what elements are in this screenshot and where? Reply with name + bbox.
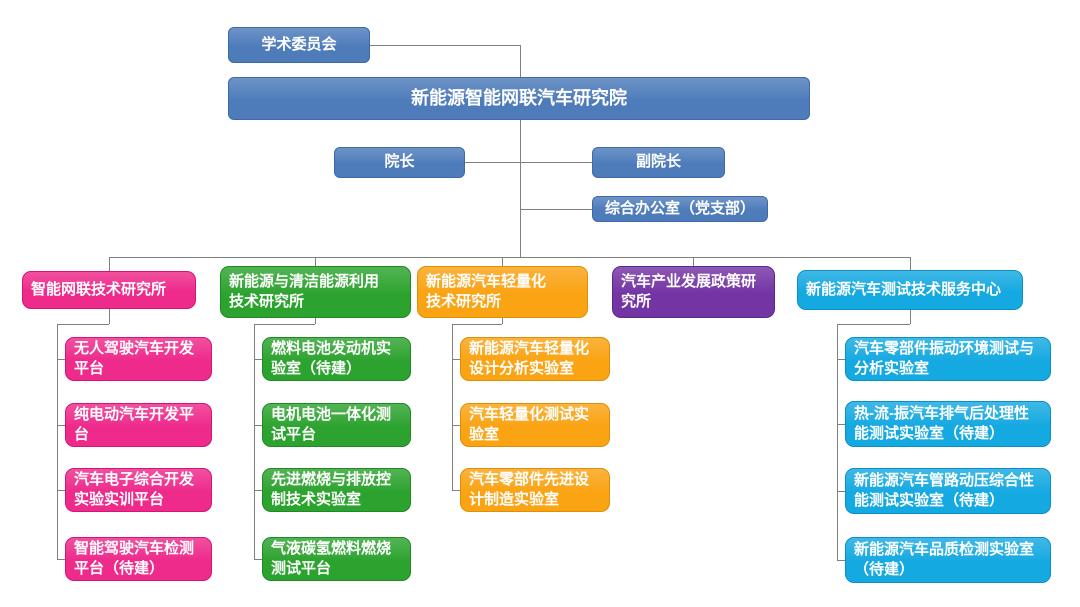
dept-test-service-center: 新能源汽车测试技术服务中心 xyxy=(797,270,1023,310)
node-label: 综合办公室（党支部） xyxy=(604,199,755,217)
node-label: 院长 xyxy=(384,153,415,171)
leaf-parts-design-manufacture-lab: 汽车零部件先进设 计制造实验室 xyxy=(460,468,610,512)
connector xyxy=(370,45,520,46)
node-institute-root: 新能源智能网联汽车研究院 xyxy=(228,77,810,120)
node-label: 新能源智能网联汽车研究院 xyxy=(411,88,627,109)
node-label: 副院长 xyxy=(635,153,681,171)
connector xyxy=(452,490,460,491)
connector xyxy=(254,324,315,325)
node-label: 汽车零部件振动环境测试与 分析实验室 xyxy=(854,339,1035,377)
leaf-exhaust-aftertreatment-lab: 热-流-振汽车排气后处理性 能测试实验室（待建） xyxy=(845,401,1051,447)
connector xyxy=(502,257,503,266)
leaf-vibration-test-lab: 汽车零部件振动环境测试与 分析实验室 xyxy=(845,337,1051,381)
node-vice-dean: 副院长 xyxy=(592,147,725,178)
connector xyxy=(452,359,460,360)
leaf-lightweight-test-lab: 汽车轻量化测试实 验室 xyxy=(460,403,610,447)
connector xyxy=(502,318,503,324)
leaf-auto-electronics-platform: 汽车电子综合开发 实验实训平台 xyxy=(65,468,212,512)
node-label: 新能源与清洁能源利用 技术研究所 xyxy=(229,272,380,310)
connector xyxy=(57,559,65,560)
connector xyxy=(693,257,694,266)
connector xyxy=(520,120,521,257)
leaf-hydrocarbon-fuel-platform: 气液碳氢燃料燃烧 测试平台 xyxy=(262,537,411,581)
leaf-lightweight-design-lab: 新能源汽车轻量化 设计分析实验室 xyxy=(460,337,610,381)
connector xyxy=(254,490,262,491)
node-label: 智能驾驶汽车检测 平台（待建） xyxy=(74,539,195,577)
connector xyxy=(57,324,109,325)
connector xyxy=(315,257,316,266)
connector xyxy=(254,425,262,426)
connector xyxy=(109,257,110,271)
node-label: 汽车产业发展政策研 究所 xyxy=(621,272,757,310)
connector xyxy=(910,257,911,270)
leaf-fuel-cell-lab: 燃料电池发动机实 验室（待建） xyxy=(262,337,411,381)
connector xyxy=(452,324,502,325)
connector xyxy=(254,324,255,559)
node-general-office: 综合办公室（党支部） xyxy=(592,196,768,222)
connector xyxy=(254,559,262,560)
node-label: 新能源汽车测试技术服务中心 xyxy=(806,280,1002,298)
connector xyxy=(465,162,520,163)
node-label: 新能源汽车管路动压综合性 能测试实验室（待建） xyxy=(854,471,1035,509)
node-academic-committee: 学术委员会 xyxy=(228,27,370,63)
connector xyxy=(109,309,110,324)
connector xyxy=(254,359,262,360)
leaf-ev-platform: 纯电动汽车开发平 台 xyxy=(65,403,212,447)
node-label: 新能源汽车轻量化 技术研究所 xyxy=(426,272,547,310)
connector xyxy=(837,324,910,325)
node-label: 燃料电池发动机实 验室（待建） xyxy=(271,339,392,377)
connector xyxy=(837,491,845,492)
connector xyxy=(57,490,65,491)
connector xyxy=(837,560,845,561)
leaf-pipeline-pressure-lab: 新能源汽车管路动压综合性 能测试实验室（待建） xyxy=(845,468,1051,514)
connector xyxy=(57,324,58,559)
node-label: 气液碳氢燃料燃烧 测试平台 xyxy=(271,539,392,577)
leaf-combustion-emission-lab: 先进燃烧与排放控 制技术实验室 xyxy=(262,468,411,512)
connector xyxy=(57,425,65,426)
node-label: 先进燃烧与排放控 制技术实验室 xyxy=(271,470,392,508)
node-label: 新能源汽车品质检测实验室 （待建） xyxy=(854,540,1035,578)
node-label: 热-流-振汽车排气后处理性 能测试实验室（待建） xyxy=(854,404,1029,442)
node-label: 新能源汽车轻量化 设计分析实验室 xyxy=(469,339,590,377)
dept-industry-policy: 汽车产业发展政策研 究所 xyxy=(612,266,775,318)
connector xyxy=(57,359,65,360)
dept-lightweight: 新能源汽车轻量化 技术研究所 xyxy=(417,266,588,318)
node-label: 纯电动汽车开发平 台 xyxy=(74,405,195,443)
leaf-smart-driving-test-platform: 智能驾驶汽车检测 平台（待建） xyxy=(65,537,212,581)
connector xyxy=(452,425,460,426)
node-label: 电机电池一体化测 试平台 xyxy=(271,405,392,443)
connector xyxy=(315,318,316,324)
node-label: 汽车轻量化测试实 验室 xyxy=(469,405,590,443)
connector xyxy=(910,310,911,324)
connector xyxy=(521,209,592,210)
leaf-driverless-platform: 无人驾驶汽车开发 平台 xyxy=(65,337,212,381)
node-label: 汽车零部件先进设 计制造实验室 xyxy=(469,470,590,508)
dept-new-clean-energy: 新能源与清洁能源利用 技术研究所 xyxy=(220,266,411,318)
node-label: 汽车电子综合开发 实验实训平台 xyxy=(74,470,195,508)
node-label: 无人驾驶汽车开发 平台 xyxy=(74,339,195,377)
dept-intelligent-connected: 智能网联技术研究所 xyxy=(22,271,196,309)
connector xyxy=(109,257,910,258)
connector xyxy=(837,359,845,360)
connector xyxy=(837,324,838,560)
connector xyxy=(521,162,592,163)
connector xyxy=(452,324,453,490)
leaf-quality-inspection-lab: 新能源汽车品质检测实验室 （待建） xyxy=(845,537,1051,583)
node-dean: 院长 xyxy=(334,147,465,178)
node-label: 学术委员会 xyxy=(261,35,337,53)
connector xyxy=(837,424,845,425)
connector xyxy=(520,45,521,78)
leaf-motor-battery-platform: 电机电池一体化测 试平台 xyxy=(262,403,411,447)
node-label: 智能网联技术研究所 xyxy=(31,280,167,298)
